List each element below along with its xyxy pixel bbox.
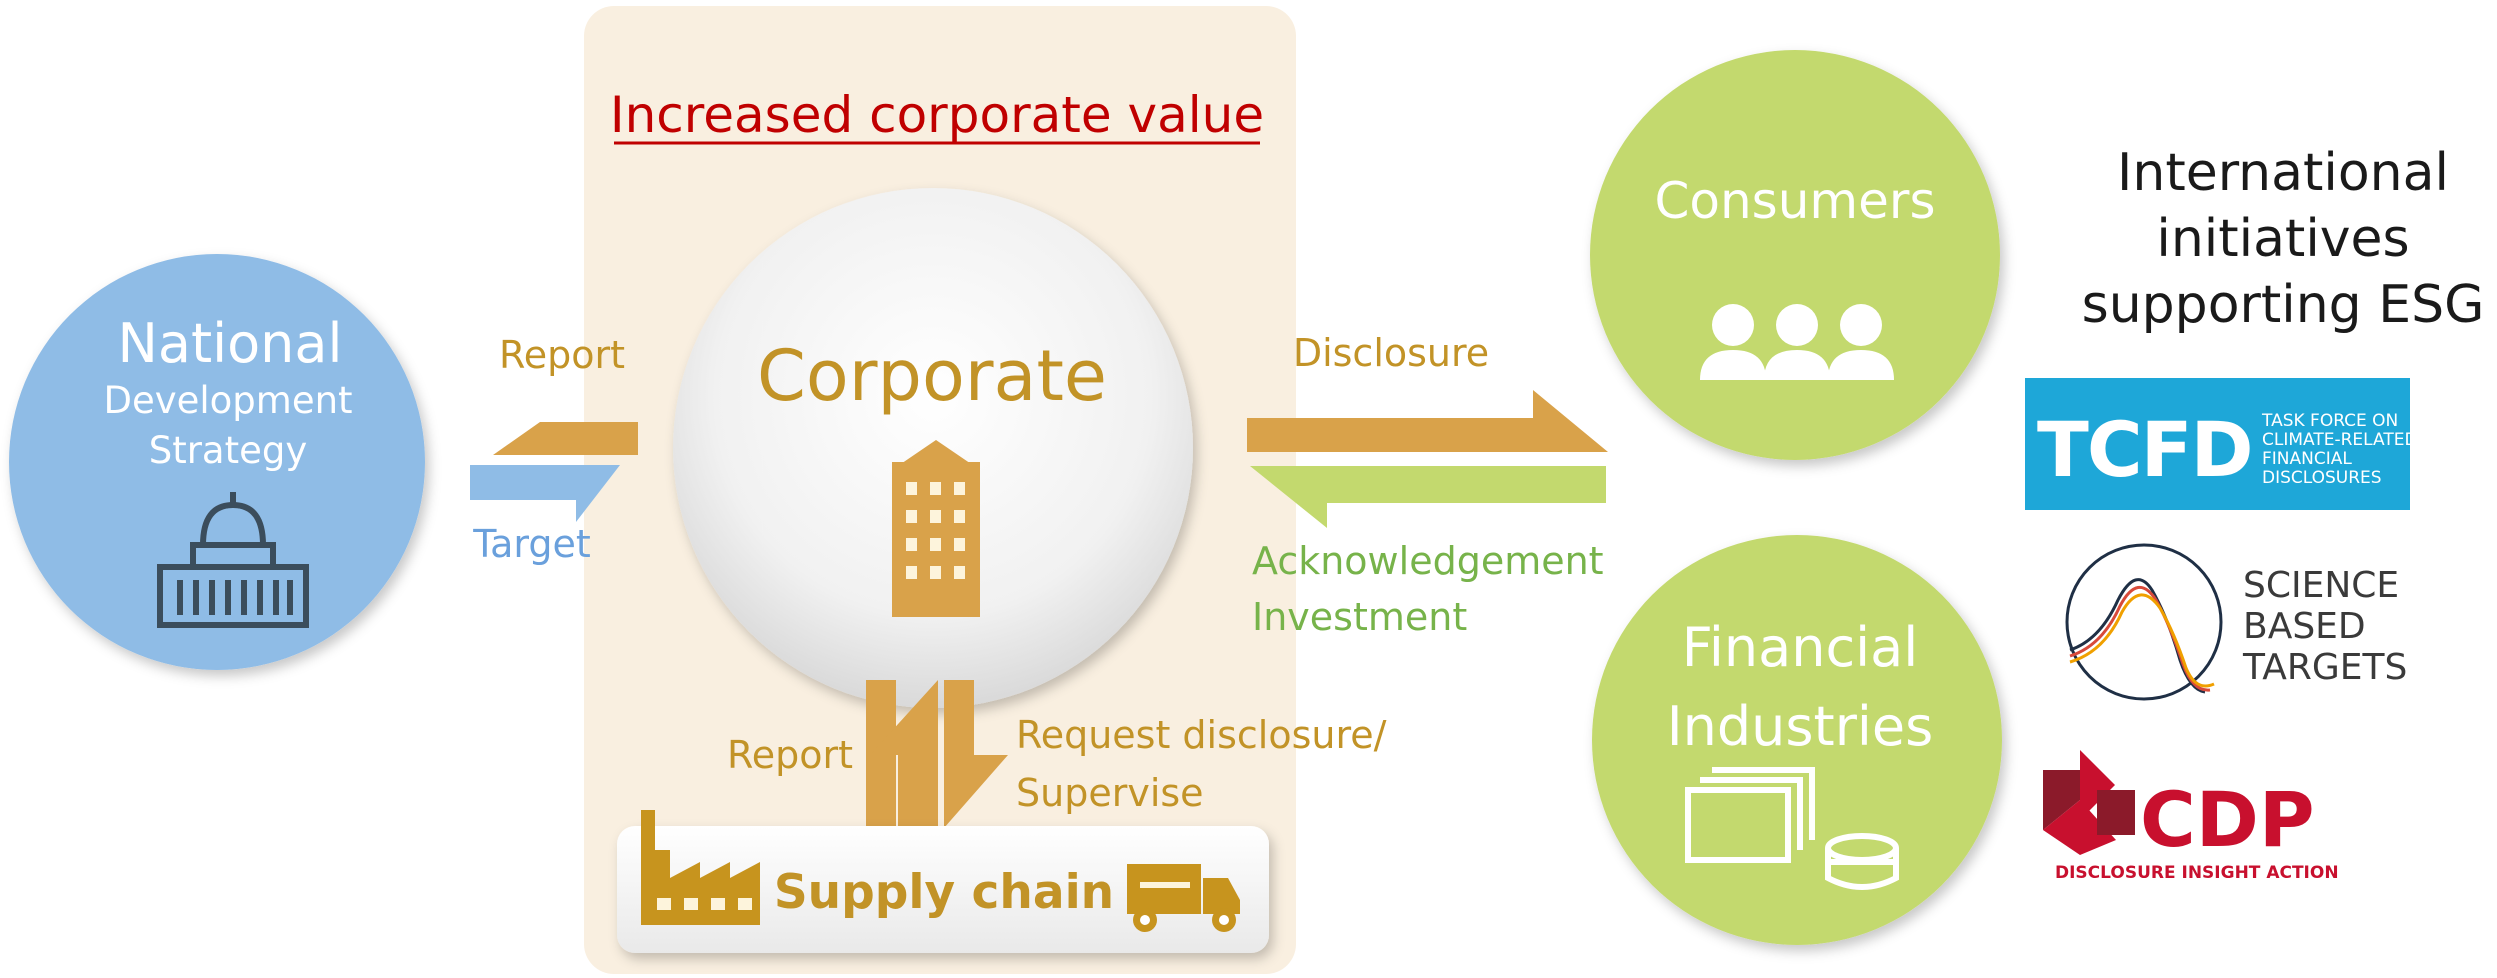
national-line3: Strategy — [149, 429, 308, 472]
svg-text:FINANCIAL: FINANCIAL — [2262, 449, 2352, 469]
national-title: National — [117, 312, 342, 375]
intl-line1: International — [2117, 143, 2449, 203]
target-arrow-right — [470, 465, 620, 522]
supply-chain-node: Supply chain — [617, 810, 1269, 953]
financial-line2: Industries — [1667, 695, 1934, 758]
people-icon — [1700, 304, 1894, 380]
target-label: Target — [472, 522, 591, 566]
building-icon — [892, 440, 980, 617]
financial-industries-node: Financial Industries — [1592, 535, 2002, 945]
report-label-bottom: Report — [727, 733, 853, 777]
svg-text:DISCLOSURE INSIGHT ACTION: DISCLOSURE INSIGHT ACTION — [2055, 863, 2339, 883]
corporate-title: Corporate — [757, 335, 1107, 417]
financial-line1: Financial — [1682, 616, 1918, 679]
consumers-label: Consumers — [1654, 172, 1935, 230]
factory-icon — [641, 810, 760, 925]
svg-text:CDP: CDP — [2140, 775, 2315, 864]
truck-icon — [1127, 864, 1240, 932]
investment-label: Investment — [1252, 595, 1467, 639]
cdp-logo: CDP DISCLOSURE INSIGHT ACTION — [2043, 750, 2339, 883]
acknowledgement-label: Acknowledgement — [1252, 539, 1604, 583]
disclosure-arrow-right — [1247, 390, 1608, 452]
panel-heading: Increased corporate value — [610, 86, 1264, 144]
report-arrow-left — [493, 422, 638, 455]
acknowledgement-arrow-left — [1250, 466, 1606, 528]
svg-text:DISCLOSURES: DISCLOSURES — [2262, 468, 2382, 488]
money-icon — [1685, 767, 1899, 890]
svg-text:TASK FORCE ON: TASK FORCE ON — [2261, 411, 2398, 431]
national-strategy-node: National Development Strategy — [9, 254, 425, 670]
svg-text:BASED: BASED — [2243, 606, 2366, 647]
capitol-icon — [157, 492, 309, 628]
tcfd-logo: TCFD TASK FORCE ON CLIMATE-RELATED FINAN… — [2025, 378, 2418, 510]
disclosure-label: Disclosure — [1293, 331, 1489, 375]
consumers-node: Consumers — [1590, 50, 2000, 460]
svg-text:TARGETS: TARGETS — [2242, 647, 2407, 688]
corporate-node: Corporate — [673, 188, 1193, 708]
supply-chain-label: Supply chain — [774, 865, 1114, 920]
request-arrow-down — [944, 680, 1008, 828]
svg-text:CLIMATE-RELATED: CLIMATE-RELATED — [2262, 430, 2418, 450]
intl-line2: initiatives — [2156, 209, 2409, 269]
svg-text:TCFD: TCFD — [2037, 405, 2252, 494]
report-arrow-up-shaft — [870, 680, 938, 828]
national-line2: Development — [103, 379, 352, 422]
svg-text:SCIENCE: SCIENCE — [2243, 565, 2399, 606]
report-label-left: Report — [499, 333, 625, 377]
request-label-line1: Request disclosure/ — [1016, 713, 1387, 757]
sbt-logo: SCIENCE BASED TARGETS — [2065, 543, 2407, 701]
request-label-line2: Supervise — [1016, 771, 1204, 815]
intl-line3: supporting ESG — [2082, 275, 2485, 335]
